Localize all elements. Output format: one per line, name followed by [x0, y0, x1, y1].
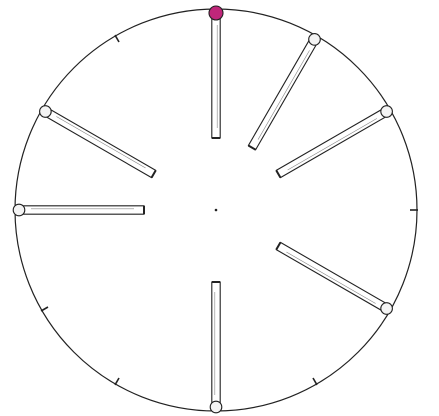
- match-head: [381, 106, 393, 118]
- match-6: [210, 282, 222, 413]
- match-stick-body: [212, 13, 220, 138]
- match-stick-body: [212, 282, 220, 407]
- center-dot: [215, 209, 218, 212]
- match-head: [381, 303, 393, 315]
- match-1: [248, 34, 320, 150]
- match-stick-body: [19, 206, 144, 214]
- match-head: [210, 401, 222, 413]
- match-12-highlighted: [209, 6, 223, 138]
- match-head: [309, 34, 321, 46]
- match-10: [40, 106, 156, 178]
- tick-7: [115, 378, 119, 385]
- match-head: [40, 106, 52, 118]
- tick-5: [313, 378, 317, 385]
- match-2: [276, 106, 392, 178]
- match-4: [276, 242, 392, 314]
- match-grain: [56, 116, 145, 168]
- match-grain: [286, 252, 375, 304]
- match-grain: [258, 50, 310, 139]
- match-head: [13, 204, 25, 216]
- match-head-highlighted: [209, 6, 223, 20]
- tick-11: [115, 35, 119, 42]
- tick-8: [41, 307, 48, 311]
- match-9: [13, 204, 144, 216]
- matchsticks: [13, 6, 392, 413]
- match-grain: [288, 119, 377, 171]
